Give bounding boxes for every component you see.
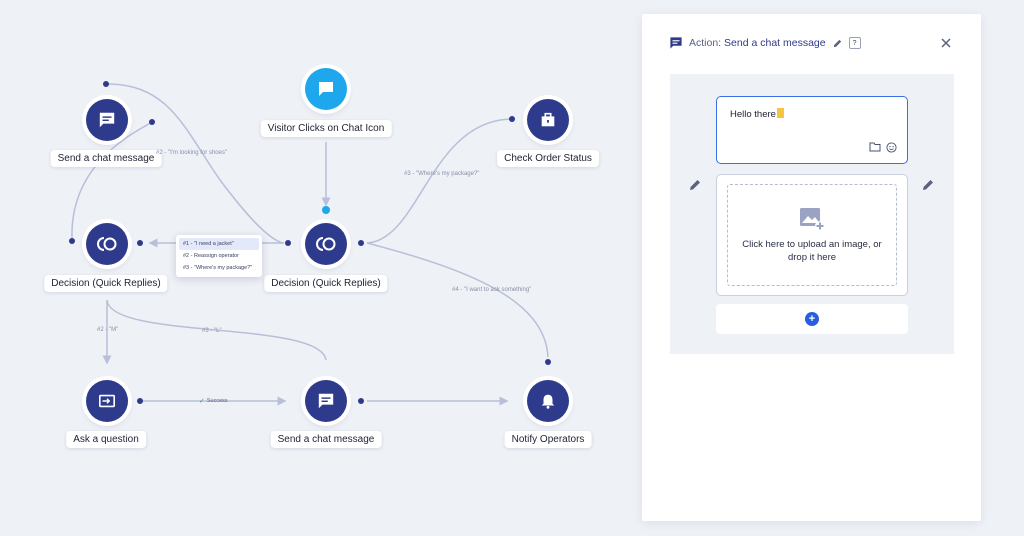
node-label: Send a chat message [50,150,162,167]
connector-dot[interactable] [69,238,75,244]
node-label: Notify Operators [504,431,592,448]
check-icon: ✓ [199,398,205,405]
connector-dot[interactable] [509,116,515,122]
folder-icon[interactable] [869,142,881,152]
node-visitor-clicks[interactable] [305,68,347,110]
image-dropzone[interactable]: Click here to upload an image, or drop i… [727,184,897,286]
node-label: Check Order Status [497,150,599,167]
chat-icon [318,393,334,409]
node-decision-left[interactable] [86,223,128,265]
help-button[interactable]: ? [848,37,861,49]
node-label: Decision (Quick Replies) [44,275,168,292]
message-text[interactable]: Hello there [730,109,776,120]
chat-icon [670,37,682,49]
node-check-order[interactable] [527,99,569,141]
edge-decision-to-check-order [366,118,513,244]
bell-icon [541,394,555,409]
briefcase-icon [541,112,555,127]
emoji-icon[interactable] [886,142,897,153]
node-label: Ask a question [66,431,146,448]
connector-dot[interactable] [103,81,109,87]
action-panel: Action: Send a chat message ? Hello ther… [642,14,981,521]
connector-dot[interactable] [137,398,143,404]
edge-label: #2 - "I'm looking for shoes" [156,150,228,156]
node-decision-center[interactable] [305,223,347,265]
connector-dot[interactable] [137,240,143,246]
edge-send-to-decision [106,83,284,244]
quick-reply-item[interactable]: #3 - "Where's my package?" [183,265,253,271]
edge-decision-to-notify [366,242,549,358]
image-add-icon [800,208,825,231]
node-label: Visitor Clicks on Chat Icon [260,120,392,137]
panel-title: Action: Send a chat message [689,37,826,49]
connector-dot[interactable] [545,359,551,365]
upload-instructions: Click here to upload an image, or drop i… [742,239,882,263]
node-ask-question[interactable] [86,380,128,422]
connector-dot[interactable] [358,240,364,246]
panel-title-prefix: Action: [689,37,722,49]
connector-dot[interactable] [358,398,364,404]
panel-header: Action: Send a chat message ? [669,36,861,50]
message-input[interactable]: Hello there [716,96,908,164]
close-icon[interactable] [939,36,953,50]
node-notify-operators[interactable] [527,380,569,422]
add-block-button[interactable]: + [805,312,819,326]
node-label: Send a chat message [270,431,382,448]
edge-label: #3 - "Where's my package?" [404,171,480,177]
edge-decision-to-send-bottom [106,299,327,361]
decision-icon [316,237,336,251]
quick-reply-item[interactable]: #2 - Reassign operator [183,253,239,259]
node-send-message-top[interactable] [86,99,128,141]
node-send-message-bottom[interactable] [305,380,347,422]
chat-icon [99,112,115,128]
edge-label: #3 - "L" [202,328,222,334]
connector-dot[interactable] [285,240,291,246]
chat-icon [319,82,333,96]
connector-dot[interactable] [149,119,155,125]
text-cursor [776,108,784,118]
message-editor-area: Hello there Click here to upload an imag… [670,74,954,354]
edit-icon[interactable] [832,38,843,49]
connector-dot-active[interactable] [322,206,330,214]
flow-edges [71,83,549,406]
quick-replies-popup[interactable]: #1 - "I need a jacket" #2 - Reassign ope… [176,235,262,277]
node-label: Decision (Quick Replies) [264,275,388,292]
edge-label: #4 - "I want to ask something" [452,287,532,293]
edit-icon[interactable] [688,178,702,192]
flow-canvas[interactable]: Visitor Clicks on Chat Icon Send a chat … [0,0,630,536]
panel-title-text: Send a chat message [724,37,826,49]
edit-icon[interactable] [921,178,935,192]
ask-icon [98,394,116,408]
edge-label: #2 - "M" [97,327,119,333]
add-block-bar[interactable]: + [716,304,908,334]
quick-reply-item[interactable]: #1 - "I need a jacket" [179,238,259,250]
success-label: ✓ Success [199,397,228,405]
image-upload-box[interactable]: Click here to upload an image, or drop i… [716,174,908,296]
success-text: Success [206,398,228,404]
decision-icon [97,237,117,251]
